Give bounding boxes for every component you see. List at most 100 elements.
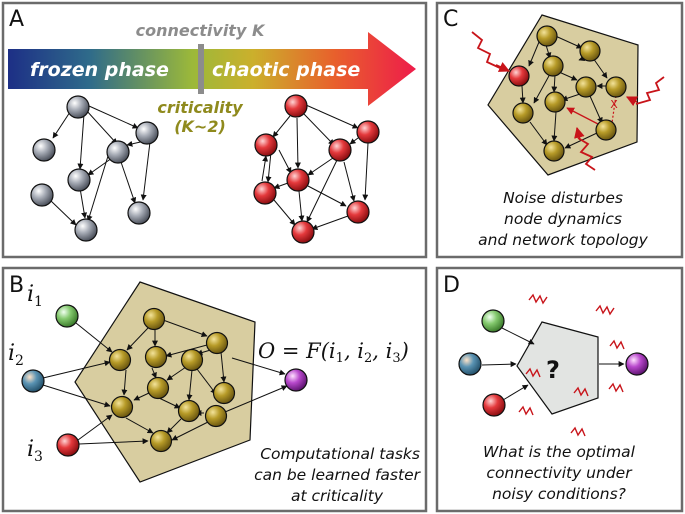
edge xyxy=(77,113,85,170)
input-edge xyxy=(42,384,111,408)
edge xyxy=(85,109,118,145)
chaotic-node xyxy=(328,138,352,162)
input-edge xyxy=(78,438,149,445)
edge xyxy=(298,190,305,222)
panel-c: C X xyxy=(435,1,684,259)
edge xyxy=(589,95,603,124)
edge xyxy=(166,366,187,381)
edge xyxy=(551,111,558,142)
input-edge xyxy=(502,384,529,401)
frozen-node xyxy=(74,218,98,242)
edge xyxy=(533,73,551,104)
input-node-1 xyxy=(55,304,79,328)
frozen-node xyxy=(32,138,56,162)
network-node xyxy=(579,40,601,62)
frozen-node xyxy=(127,201,151,225)
edge xyxy=(311,215,349,230)
chaotic-nodes xyxy=(253,94,380,244)
chaotic-node xyxy=(346,200,370,224)
noise-icons xyxy=(471,31,665,171)
edge xyxy=(272,115,291,138)
edge xyxy=(519,85,526,104)
edge xyxy=(171,419,213,441)
network-node xyxy=(110,395,134,419)
network-node xyxy=(536,25,558,47)
edge xyxy=(273,199,296,226)
edge xyxy=(186,369,193,401)
network-node xyxy=(205,331,229,355)
input-node-3 xyxy=(482,393,506,417)
panel-d-edges xyxy=(481,327,625,401)
edge xyxy=(558,71,578,81)
edge xyxy=(140,141,151,201)
noise-zigzag-icon xyxy=(577,137,596,171)
output-edge xyxy=(224,385,288,413)
input-edge xyxy=(481,361,517,368)
noise-zigzag-icon xyxy=(525,367,541,378)
input-node-2 xyxy=(458,352,482,376)
edge xyxy=(303,113,335,146)
edge xyxy=(529,121,548,146)
frozen-node xyxy=(106,140,130,164)
network-node xyxy=(543,140,565,162)
noise-zigzag-icon xyxy=(573,386,589,397)
edge xyxy=(265,151,272,183)
edge xyxy=(151,367,157,379)
output-edge xyxy=(231,357,286,376)
chaotic-node xyxy=(286,168,310,192)
edge xyxy=(528,41,540,67)
edge xyxy=(166,418,182,434)
edge xyxy=(86,155,109,222)
chaotic-node xyxy=(284,94,308,118)
panel-d-nodes xyxy=(458,309,649,417)
noise-zigzag-icon xyxy=(608,382,624,393)
connectivity-label: connectivity K xyxy=(136,21,266,40)
frozen-phase-label: frozen phase xyxy=(30,59,169,81)
network-node xyxy=(204,404,228,428)
noise-zigzag-icon xyxy=(635,76,665,105)
panel-b-nodes xyxy=(21,304,308,457)
output-node xyxy=(284,368,308,392)
panel-d: D ? What is the optimal connectivity und… xyxy=(435,266,684,513)
edge xyxy=(273,182,289,190)
phase-arrow-icon xyxy=(8,32,416,106)
panel-b-label: B xyxy=(9,273,24,298)
edge xyxy=(87,157,113,176)
chaotic-node xyxy=(254,133,278,157)
edge xyxy=(121,369,128,396)
input-3-label: i3 xyxy=(27,437,43,465)
input-2-label: i2 xyxy=(8,341,24,369)
chaotic-network xyxy=(261,104,369,230)
network-node xyxy=(108,348,132,372)
edge xyxy=(343,161,356,202)
network-node xyxy=(542,55,564,77)
edge xyxy=(305,104,359,129)
noise-zigzag-icon xyxy=(528,293,548,305)
noise-arrow-icon xyxy=(574,126,585,141)
edge xyxy=(126,327,149,351)
chaotic-node xyxy=(356,120,380,144)
criticality-marker xyxy=(198,44,204,94)
edge xyxy=(158,397,181,409)
noise-zigzag-icon xyxy=(518,405,534,416)
noise-arrow-icon xyxy=(626,96,639,107)
input-edge xyxy=(42,360,111,379)
input-edge xyxy=(75,322,113,353)
edge xyxy=(545,44,552,59)
disturbed-node xyxy=(508,65,530,87)
edge xyxy=(133,392,150,401)
edge xyxy=(592,57,608,79)
panel-b-caption-line2: can be learned faster xyxy=(254,466,422,484)
frozen-node xyxy=(67,168,91,192)
network-node xyxy=(605,76,627,98)
edge xyxy=(362,142,369,201)
network-node xyxy=(146,376,170,400)
edge xyxy=(551,74,558,93)
edge xyxy=(125,417,154,434)
cut-mark: X xyxy=(610,98,618,111)
edge xyxy=(196,368,217,395)
rewired-edge xyxy=(566,107,599,125)
edge xyxy=(79,187,88,219)
